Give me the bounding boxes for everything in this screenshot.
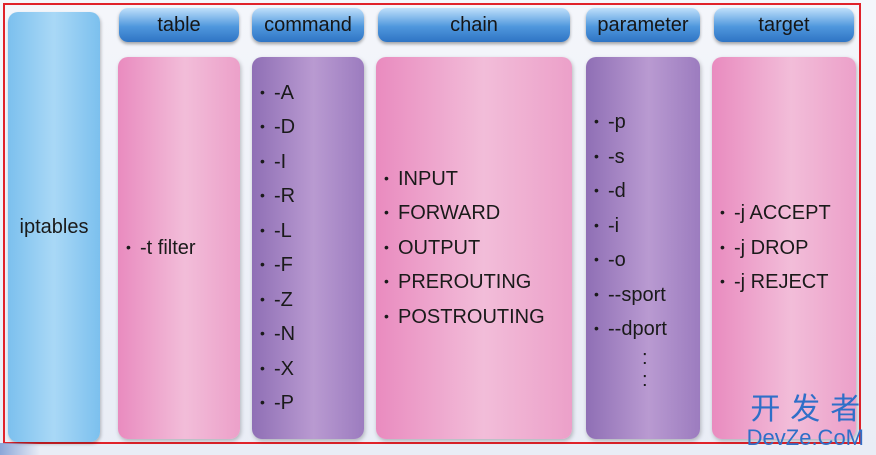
list-item: •-X [260, 352, 364, 387]
continuation-dots: : [642, 368, 648, 391]
list-item: •INPUT [384, 162, 572, 197]
header-target: target [714, 8, 854, 42]
list-item: •-A [260, 76, 364, 111]
header-label: target [758, 13, 810, 36]
list-item: •-R [260, 179, 364, 214]
bullet-icon: • [260, 256, 265, 272]
bullet-icon: • [126, 238, 131, 255]
bullet-icon: • [594, 216, 599, 233]
root-label: iptables [19, 215, 89, 238]
list-item: •-j REJECT [720, 265, 856, 300]
list-item: •-s [594, 140, 700, 175]
bullet-icon: • [594, 251, 599, 268]
bullet-icon: • [260, 83, 265, 100]
bullet-icon: • [720, 238, 725, 255]
list-item: •-o [594, 243, 700, 278]
list-item: •-i [594, 209, 700, 244]
list-item: •--sport [594, 278, 700, 313]
column-table: •-t filter [118, 57, 240, 439]
header-table: table [119, 8, 239, 42]
header-parameter: parameter [586, 8, 700, 42]
list-item: •PREROUTING [384, 265, 572, 300]
list-item: •-p [594, 105, 700, 140]
list-item: •OUTPUT [384, 231, 572, 266]
list-item: •-F [260, 248, 364, 283]
bullet-icon: • [384, 169, 389, 186]
bullet-icon: • [594, 147, 599, 164]
bullet-icon: • [594, 182, 599, 199]
list-item: •-t filter [126, 231, 240, 266]
outer-frame [3, 3, 861, 444]
column-parameter: •-p •-s •-d •-i •-o •--sport •--dport : … [586, 57, 700, 439]
column-command: •-A •-D •-I •-R •-L •-F •-Z •-N •-X •-P [252, 57, 364, 439]
header-command: command [252, 8, 364, 42]
bullet-icon: • [260, 290, 265, 307]
bullet-icon: • [384, 204, 389, 221]
list-item: •-I [260, 145, 364, 180]
list-item: •-L [260, 214, 364, 249]
bullet-icon: • [720, 273, 725, 290]
list-item: •FORWARD [384, 196, 572, 231]
bullet-icon: • [260, 359, 265, 376]
corner-decoration [0, 443, 40, 455]
bullet-icon: • [260, 152, 265, 169]
bullet-icon: • [384, 273, 389, 290]
header-label: chain [450, 13, 498, 36]
list-item: •-D [260, 110, 364, 145]
bullet-icon: • [260, 394, 265, 410]
bullet-icon: • [594, 113, 599, 130]
bullet-icon: • [384, 238, 389, 255]
bullet-icon: • [260, 118, 265, 134]
continuation-dots: : [642, 346, 648, 369]
list-item: •-Z [260, 283, 364, 318]
header-label: table [157, 13, 201, 36]
list-item: •--dport [594, 312, 700, 347]
bullet-icon: • [594, 285, 599, 302]
bullet-icon: • [594, 320, 599, 337]
list-item: •-d [594, 174, 700, 209]
header-label: parameter [597, 13, 689, 36]
bullet-icon: • [260, 325, 265, 341]
header-chain: chain [378, 8, 570, 42]
watermark-cn: 开发者 [750, 393, 871, 426]
bullet-icon: • [384, 307, 389, 324]
column-chain: •INPUT •FORWARD •OUTPUT •PREROUTING •POS… [376, 57, 572, 439]
bullet-icon: • [260, 221, 265, 238]
list-item: •-j DROP [720, 231, 856, 266]
watermark-logo: 开发者 DevZe.CoM [747, 395, 864, 449]
root-box-iptables: iptables [8, 12, 100, 442]
header-label: command [264, 13, 352, 36]
watermark-en: DevZe.CoM [746, 425, 864, 450]
list-item: •POSTROUTING [384, 300, 572, 335]
list-item: •-P [260, 386, 364, 421]
column-target: •-j ACCEPT •-j DROP •-j REJECT [712, 57, 856, 439]
bullet-icon: • [720, 204, 725, 221]
list-item: •-j ACCEPT [720, 196, 856, 231]
list-item: •-N [260, 317, 364, 352]
bullet-icon: • [260, 187, 265, 203]
